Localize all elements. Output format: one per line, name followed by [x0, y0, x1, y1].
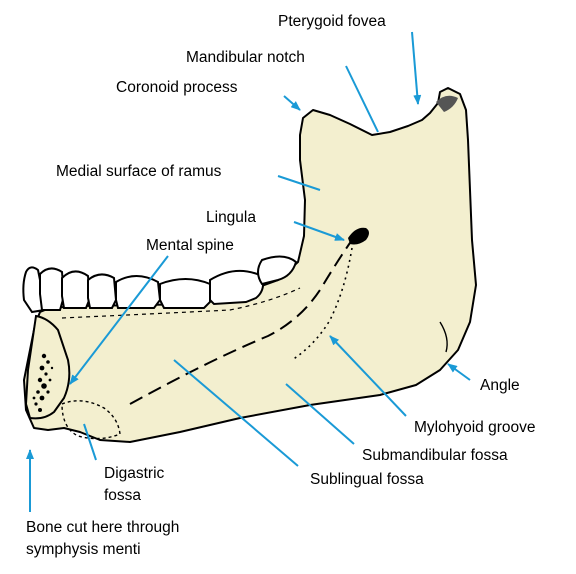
pointer-sublingual-fossa: [173, 359, 299, 467]
alveolar-ridge-line: [61, 287, 301, 319]
label-lingula: Lingula: [206, 209, 256, 226]
tooth-2: [39, 267, 66, 311]
lingula-shape: [348, 227, 369, 245]
mandible-illustration: [22, 87, 477, 443]
label-mandibular-notch: Mandibular notch: [186, 49, 305, 66]
teeth: [22, 255, 298, 314]
tooth-7: [209, 269, 265, 306]
label-medial-surface-of-ramus: Medial surface of ramus: [56, 163, 222, 180]
pointer-mandibular-notch: [345, 65, 379, 133]
mylohyoid-groove-line: [291, 247, 353, 361]
tooth-5: [115, 275, 162, 309]
pointer-submandibular-fossa: [285, 383, 355, 445]
mandible-body: [23, 87, 477, 443]
pointer-lingula: [293, 221, 345, 241]
label-digastric-fossa-line1: Digastric: [104, 465, 165, 482]
pointer-angle: [447, 363, 471, 381]
label-bone-cut-line2: symphysis menti: [26, 541, 141, 558]
tooth-4: [87, 273, 118, 309]
pointer-coronoid-process: [283, 95, 301, 111]
label-angle: Angle: [480, 377, 520, 394]
cancellous-bone-texture: [32, 353, 54, 412]
tooth-3: [61, 270, 92, 309]
pterygoid-fovea-shading: [436, 95, 458, 112]
label-bone-cut-line1: Bone cut here through: [26, 519, 179, 536]
label-sublingual-fossa: Sublingual fossa: [310, 471, 424, 488]
tooth-6: [159, 278, 211, 309]
label-pterygoid-fovea: Pterygoid fovea: [278, 13, 386, 30]
digastric-fossa-area: [61, 400, 121, 440]
pointer-digastric-fossa: [83, 423, 97, 461]
pointer-mylohyoid-groove: [329, 335, 407, 417]
tooth-8: [257, 255, 298, 286]
label-digastric-fossa-line2: fossa: [104, 487, 141, 504]
labels: Pterygoid fovea Mandibular notch Coronoi…: [26, 13, 535, 558]
label-mylohyoid-groove: Mylohyoid groove: [414, 419, 535, 436]
pointer-pterygoid-fovea: [411, 31, 422, 105]
pointer-medial-surface: [277, 175, 321, 191]
pointer-mental-spine: [69, 255, 169, 385]
angle-contour: [439, 321, 448, 353]
label-submandibular-fossa: Submandibular fossa: [362, 447, 508, 464]
pointer-lines: [26, 31, 471, 512]
label-mental-spine: Mental spine: [146, 237, 234, 254]
label-coronoid-process: Coronoid process: [116, 79, 238, 96]
